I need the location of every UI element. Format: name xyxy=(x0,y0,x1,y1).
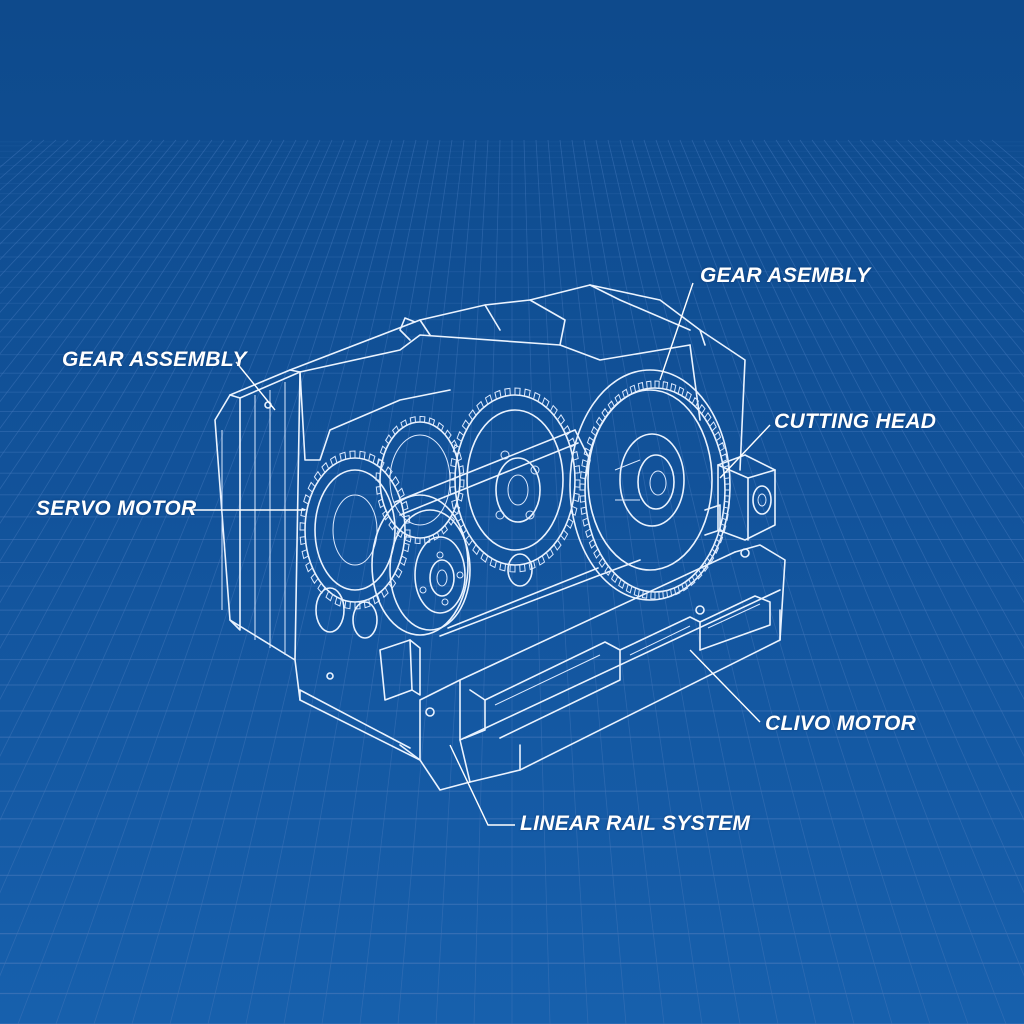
grid-line xyxy=(0,139,309,757)
drive-pulley xyxy=(371,494,471,636)
grid-line xyxy=(583,139,741,1024)
grid-line xyxy=(715,139,1024,757)
grid-line xyxy=(397,139,477,1024)
grid-line xyxy=(0,139,237,490)
grid-line xyxy=(435,139,489,1024)
label-clivo-motor: CLIVO MOTOR xyxy=(765,712,917,735)
grid-line xyxy=(283,139,441,1024)
grid-line xyxy=(871,139,1024,313)
grid-line xyxy=(547,139,627,1024)
grid-line xyxy=(523,139,551,1024)
grid-line xyxy=(359,139,465,1024)
grid-line xyxy=(631,139,893,1024)
grid-line xyxy=(473,139,501,1024)
grid-line xyxy=(739,139,1024,650)
label-gear-assembly-left: GEAR ASSEMBLY xyxy=(62,348,247,371)
grid-line xyxy=(607,139,817,1024)
grid-line xyxy=(0,139,225,459)
grid-line xyxy=(0,139,285,650)
grid-line xyxy=(619,139,855,1024)
grid-line xyxy=(0,139,249,525)
grid-line xyxy=(17,139,357,1024)
grid-line xyxy=(823,139,1024,403)
grid-line xyxy=(679,139,1024,977)
grid-line xyxy=(131,139,393,1024)
cutting-head-gear xyxy=(569,369,731,601)
grid-line xyxy=(847,139,1024,355)
grid-line xyxy=(655,139,969,1024)
grid-line xyxy=(859,139,1024,333)
grid-line xyxy=(0,139,261,562)
grid-line xyxy=(703,139,1024,821)
label-cutting-head: CUTTING HEAD xyxy=(774,410,937,433)
grid-line xyxy=(0,139,297,700)
grid-line xyxy=(0,139,213,429)
grid-line xyxy=(0,139,165,333)
grid-line xyxy=(0,139,273,604)
lower-shaft xyxy=(315,553,533,701)
grid-line xyxy=(787,139,1024,490)
drive-belt xyxy=(394,429,641,637)
grid-line xyxy=(0,139,177,355)
grid-line xyxy=(0,139,153,313)
grid-line xyxy=(667,139,1007,1024)
machine-drawing xyxy=(214,284,786,791)
grid-line xyxy=(595,139,779,1024)
perspective-grid xyxy=(0,139,1024,1024)
grid-line xyxy=(169,139,405,1024)
grid-line xyxy=(321,139,453,1024)
label-gear-assembly-right: GEAR ASEMBLY xyxy=(700,264,871,287)
grid-line xyxy=(93,139,381,1024)
grid-line xyxy=(55,139,369,1024)
grid-line xyxy=(751,139,1024,604)
grid-line xyxy=(727,139,1024,700)
grid-line xyxy=(835,139,1024,378)
gear-teeth xyxy=(299,450,411,610)
grid-line xyxy=(883,139,1024,295)
grid-line xyxy=(0,139,141,295)
grid-line xyxy=(0,139,321,821)
grid-line xyxy=(799,139,1024,459)
grid-line xyxy=(0,139,345,977)
gear-teeth xyxy=(579,380,731,600)
linear-rail-base xyxy=(294,544,786,791)
grid-line xyxy=(245,139,429,1024)
grid-line xyxy=(775,139,1024,525)
grid-line xyxy=(207,139,417,1024)
label-servo-motor: SERVO MOTOR xyxy=(36,497,197,520)
grid-line xyxy=(763,139,1024,562)
top-housing xyxy=(289,284,746,471)
grid-line xyxy=(559,139,665,1024)
leader-lines xyxy=(190,282,771,826)
left-gear xyxy=(299,450,411,610)
grid-line xyxy=(691,139,1024,894)
grid-line xyxy=(0,139,333,894)
grid-line xyxy=(0,139,189,378)
grid-line xyxy=(811,139,1024,429)
grid-line xyxy=(0,139,201,403)
label-linear-rail-system: LINEAR RAIL SYSTEM xyxy=(520,812,751,835)
